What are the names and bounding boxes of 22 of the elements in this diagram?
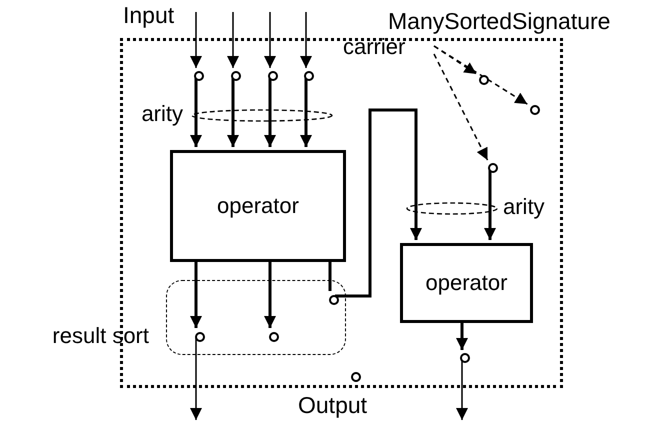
arrow — [433, 54, 488, 160]
arrow — [264, 12, 276, 68]
arrow — [300, 12, 312, 68]
arity-label: arity — [503, 196, 545, 218]
input-label: Input — [123, 4, 174, 27]
operator-box — [400, 243, 533, 323]
carrier-label: carrier — [343, 36, 406, 58]
arity-label: arity — [141, 103, 183, 125]
arrow — [300, 78, 312, 147]
arrow — [335, 108, 422, 298]
arrow — [227, 12, 239, 68]
operator-box — [170, 150, 346, 262]
arrow — [190, 12, 202, 68]
operator-label: operator — [217, 195, 299, 217]
arrow — [484, 170, 496, 240]
arrow — [264, 78, 276, 147]
operator-label: operator — [426, 272, 508, 294]
arrow — [227, 78, 239, 147]
output-label: Output — [298, 394, 368, 417]
arrow — [434, 45, 528, 105]
frame-title: ManySortedSignature — [388, 10, 610, 33]
arrow — [190, 78, 202, 147]
